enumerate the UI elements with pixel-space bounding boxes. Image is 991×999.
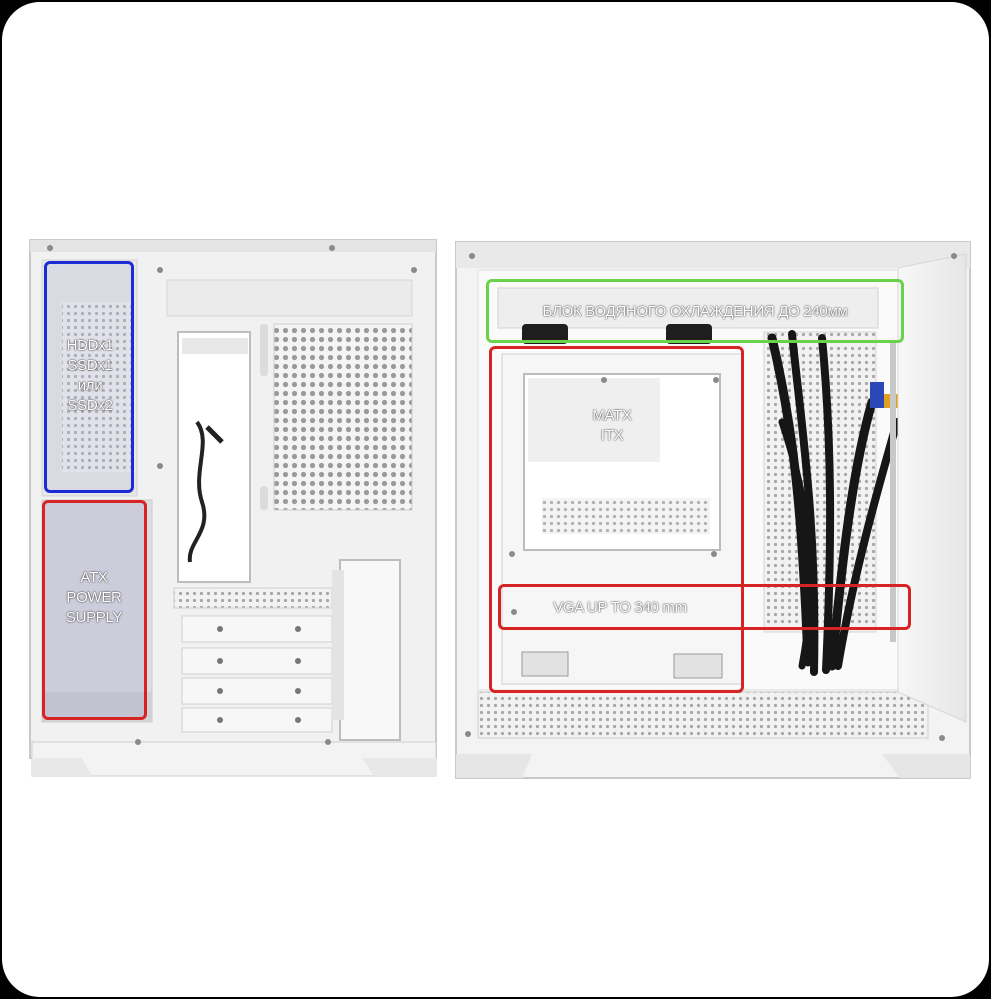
- psu-zone-line-2: POWER: [66, 589, 122, 606]
- motherboard-zone-line-2: ITX: [600, 427, 624, 444]
- right-case-open-side: [455, 241, 971, 779]
- drive-zone-line-2: SSDx1: [67, 357, 113, 374]
- cooling-zone-box: [486, 279, 904, 343]
- vga-zone-box: [498, 584, 911, 630]
- drive-zone-line-4: SSDx2: [67, 397, 113, 414]
- psu-zone-label: ATX POWER SUPPLY: [44, 568, 144, 628]
- vga-zone-label: VGA UP TO 340 mm: [553, 599, 687, 616]
- psu-zone-line-1: ATX: [80, 569, 108, 586]
- drive-zone-label: HDDx1 SSDx1 или SSDx2: [46, 336, 134, 416]
- motherboard-zone-box: [489, 346, 744, 693]
- left-case-back-panel: [29, 239, 437, 777]
- motherboard-zone-label: MATX ITX: [562, 406, 662, 446]
- psu-zone-line-3: SUPPLY: [65, 609, 123, 626]
- drive-zone-line-1: HDDx1: [66, 337, 114, 354]
- cooling-zone-label: БЛОК ВОДЯНОГО ОХЛАЖДЕНИЯ ДО 240мм: [542, 303, 848, 320]
- drive-zone-line-3: или: [77, 377, 103, 394]
- psu-zone-box: [42, 500, 147, 720]
- drive-zone-box: [44, 261, 134, 493]
- motherboard-zone-line-1: MATX: [592, 407, 632, 424]
